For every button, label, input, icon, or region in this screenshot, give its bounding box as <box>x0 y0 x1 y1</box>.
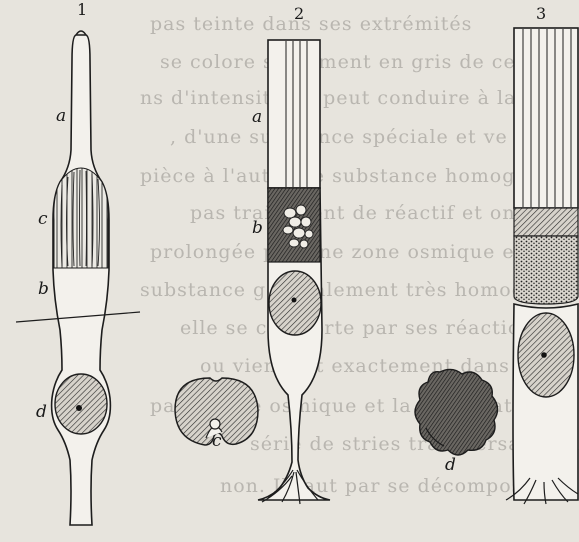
cell-1-nucleus <box>55 374 107 434</box>
bleed-line: pièce à l'autre de substance homogè <box>140 165 528 187</box>
label-b-cell2: b <box>252 218 263 238</box>
label-a-cell2: a <box>252 107 262 127</box>
label-c-section: c <box>212 431 222 451</box>
figure-number-2: 2 <box>294 4 304 23</box>
bleed-line: prolongée par une zone osmique est <box>150 241 534 263</box>
cell-3: 3 <box>506 4 578 504</box>
bleed-line: ns d'intensité ne peut conduire à la <box>140 87 516 109</box>
cross-section-d: d <box>415 369 498 475</box>
cell-1: 1 a c b d <box>16 0 140 525</box>
label-c: c <box>38 209 48 229</box>
bleed-line: , d'une substance spéciale et ve <box>170 126 508 148</box>
bleed-line: pas teinte dans ses extrémités <box>150 13 472 35</box>
label-d-section: d <box>445 455 456 475</box>
figure-number-3: 3 <box>536 4 546 23</box>
cross-section-c: c <box>175 378 258 451</box>
label-d: d <box>36 402 47 422</box>
bleed-line: substance généralement très homog <box>140 279 525 301</box>
figure-number-1: 1 <box>77 0 87 19</box>
cell-2-nucleus <box>269 271 321 335</box>
cell-3-band <box>514 208 578 236</box>
cell-1-nucleolus <box>76 405 82 411</box>
bleed-line: pas traitement de réactif et ont ils <box>190 202 556 224</box>
label-b: b <box>38 279 49 299</box>
label-a: a <box>56 106 66 126</box>
cell-3-ellipsoid <box>514 236 578 304</box>
cell-3-outer-segment <box>514 28 578 208</box>
cell-2-outer-segment <box>268 40 320 188</box>
cell-1-striated-segment <box>54 168 108 268</box>
bleed-line: se colore seulement en gris de ce <box>160 51 516 73</box>
bleed-line: ou viennent exactement dans leur <box>200 355 560 377</box>
